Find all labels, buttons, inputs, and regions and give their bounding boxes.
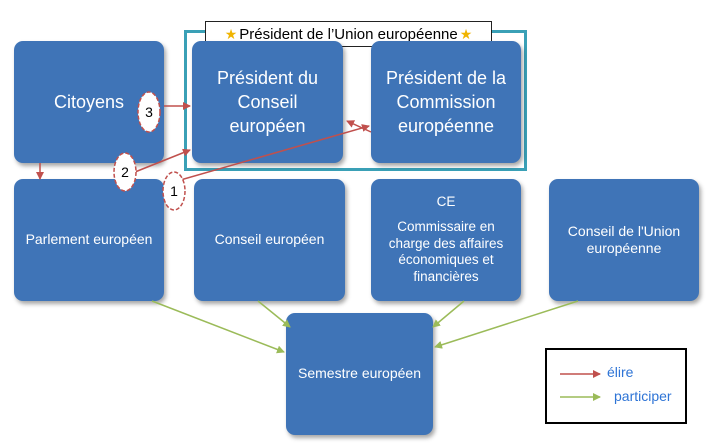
step-number-3: 3 xyxy=(145,104,153,120)
node-semestre: Semestre européen xyxy=(286,313,433,435)
node-ce: CE Commissaire en charge des affaires éc… xyxy=(371,179,521,301)
node-president-conseil-label: Président du Conseil européen xyxy=(216,67,319,137)
node-ce-body: Commissaire en charge des affaires écono… xyxy=(388,218,504,285)
arrow-step1 xyxy=(169,124,370,184)
node-conseil-europeen: Conseil européen xyxy=(194,179,345,301)
legend: élire participer xyxy=(545,348,687,424)
arrow-union-semestre xyxy=(434,300,579,349)
node-parlement-label: Parlement européen xyxy=(25,231,153,248)
legend-arrows xyxy=(560,370,601,401)
star-icon: ★ xyxy=(459,25,473,42)
node-parlement: Parlement européen xyxy=(14,179,164,301)
node-president-commission: Président de la Commission européenne xyxy=(371,41,521,163)
step-badge-2: 2 xyxy=(113,152,137,192)
node-president-commission-label: Président de la Commission européenne xyxy=(385,67,507,137)
step-badge-3: 3 xyxy=(137,91,161,133)
step-number-1: 1 xyxy=(170,183,178,199)
legend-participer-label: participer xyxy=(614,388,672,404)
node-president-conseil: Président du Conseil européen xyxy=(192,41,343,163)
frame-title-text: Président de l’Union européenne xyxy=(239,25,458,43)
legend-elire-label: élire xyxy=(607,364,634,380)
step-number-2: 2 xyxy=(121,164,129,180)
arrow-step2 xyxy=(129,148,191,175)
arrow-parlement-semestre xyxy=(151,300,285,354)
node-citoyens-label: Citoyens xyxy=(53,91,125,112)
arrow-ce-semestre xyxy=(432,300,465,328)
node-conseil-union-label: Conseil de l'Union européenne xyxy=(567,222,681,257)
node-citoyens: Citoyens xyxy=(14,41,164,163)
node-semestre-label: Semestre européen xyxy=(298,365,421,382)
node-conseil-union: Conseil de l'Union européenne xyxy=(549,179,699,301)
step-badge-1: 1 xyxy=(162,171,186,211)
star-icon: ★ xyxy=(224,25,238,42)
arrow-conseil-semestre xyxy=(257,300,291,328)
node-ce-title: CE xyxy=(436,193,456,209)
arrow-commission-conseil xyxy=(346,120,372,133)
node-conseil-europeen-label: Conseil européen xyxy=(214,231,325,248)
